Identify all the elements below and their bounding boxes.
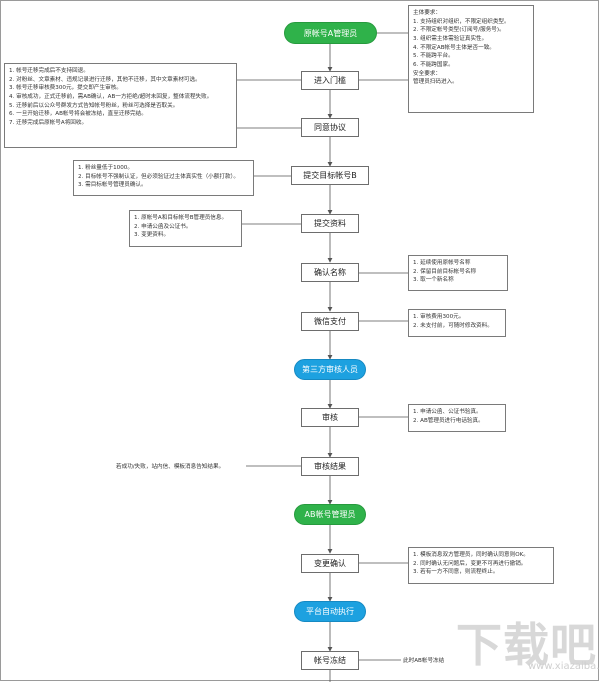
node-third-party: 第三方审核人员: [294, 359, 366, 380]
note-line: 1. 粉丝量低于1000。: [78, 165, 133, 171]
note-line: 6. 不能跨国家。: [413, 61, 454, 68]
node-confirm-name: 确认名称: [301, 263, 359, 282]
node-change-confirm: 变更确认: [301, 554, 359, 573]
note-payment: 1. 审核费用300元。 2. 未支付前，可随时修改资料。: [408, 309, 506, 337]
note-line: 1. 原帐号A和目标帐号B管理员信息。: [134, 215, 228, 221]
note-line: 3. 取一个新名称: [413, 277, 454, 284]
note-line: 2. 申请公函及公证书。: [134, 223, 192, 230]
note-line: 5. 迁移前后以公众号群发方式告知帐号粉丝，粉丝可选择是否取关。: [9, 102, 179, 109]
note-line: 3. 变更资料。: [134, 232, 170, 239]
note-line: 管理员扫码进入。: [413, 79, 458, 86]
node-wechat-pay: 微信支付: [301, 312, 359, 331]
watermark-logo: 下载吧: [456, 618, 597, 672]
note-line: 3. 若有一方不同意，则流程终止。: [413, 569, 499, 576]
note-line: 2. 对粉丝、文章素材、违规记录进行迁移，其他不迁移，其中文章素材可选。: [9, 76, 201, 83]
node-ab-admin: AB帐号管理员: [294, 504, 366, 525]
note-line: 4. 审核成功，正式迁移前，需AB确认，AB一方拒绝/超时未回复，整体流程失败。: [9, 93, 213, 100]
note-line: 3. 组织需主体需验证真实性。: [413, 35, 488, 42]
node-platform: 平台自动执行: [294, 601, 366, 622]
note-line: 2. 不限定帐号类型(订阅号/服务号)。: [413, 27, 505, 34]
note-line: 6. 一旦开始迁移，AB帐号将会被冻结，直至迁移完结。: [9, 111, 147, 118]
note-line: 4. 不限定AB帐号主体是否一致。: [413, 44, 495, 51]
note-name-options: 1. 延续使用原帐号名称 2. 保留目前目标帐号名称 3. 取一个新名称: [408, 255, 508, 291]
note-line: 2. 目标帐号不强制认证，但必须验证过主体真实性（小额打款）。: [78, 173, 239, 180]
node-enter: 进入门槛: [301, 71, 359, 90]
note-line: 1. 申请公函、公证书验真。: [413, 409, 482, 415]
note-line: 2. 未支付前，可随时修改资料。: [413, 322, 493, 329]
node-agree: 同意协议: [301, 118, 359, 137]
note-line: 3. 帐号迁移审核费300元，提交即产生审核。: [9, 85, 122, 92]
node-review: 审核: [301, 408, 359, 427]
review-result-text: 若成功/失败，站内信、模板消息告知结果。: [116, 464, 225, 470]
note-line: 2. 同时确认无问题后，变更不可再进行撤销。: [413, 560, 527, 567]
node-start: 原帐号A管理员: [284, 22, 377, 44]
note-line: 2. 保留目前目标帐号名称: [413, 268, 477, 275]
note-line: 5. 不能跨平台。: [413, 53, 454, 60]
note-line: 1. 帐号迁移完成后不支持回退。: [9, 68, 89, 74]
note-target-account: 1. 粉丝量低于1000。 2. 目标帐号不强制认证，但必须验证过主体真实性（小…: [73, 160, 254, 196]
note-line: 3. 需目标帐号管理员确认。: [78, 182, 147, 189]
note-line: 1. 延续使用原帐号名称: [413, 260, 471, 266]
note-line: 1. 审核费用300元。: [413, 314, 465, 320]
note-change-confirm: 1. 模板消息双方管理员，同时确认同意则OK。 2. 同时确认无问题后，变更不可…: [408, 547, 554, 584]
note-line: 1. 支持组织对组织，不限定组织类型。: [413, 18, 510, 25]
node-submit-docs: 提交资料: [301, 214, 359, 233]
note-review: 1. 申请公函、公证书验真。 2. AB管理员进行电话验真。: [408, 404, 506, 432]
note-line: 2. AB管理员进行电话验真。: [413, 417, 484, 424]
node-review-result: 审核结果: [301, 457, 359, 476]
freeze-text: 此时AB帐号冻结: [403, 658, 445, 664]
watermark-url: www.xiazaiba.com: [528, 661, 599, 672]
note-migration-rules: 1. 帐号迁移完成后不支持回退。 2. 对粉丝、文章素材、违规记录进行迁移，其他…: [4, 63, 237, 148]
note-line: 安全要求：: [413, 70, 441, 77]
note-line: 1. 模板消息双方管理员，同时确认同意则OK。: [413, 552, 529, 558]
note-line: 7. 迁移完成后原帐号A将回收。: [9, 119, 88, 126]
note-subject-requirements: 主体要求： 1. 支持组织对组织，不限定组织类型。 2. 不限定帐号类型(订阅号…: [408, 5, 534, 113]
note-submit-docs: 1. 原帐号A和目标帐号B管理员信息。 2. 申请公函及公证书。 3. 变更资料…: [129, 210, 242, 247]
node-freeze: 帐号冻结: [301, 651, 359, 670]
node-submit-target: 提交目标帐号B: [291, 166, 369, 185]
note-line: 主体要求：: [413, 10, 441, 16]
